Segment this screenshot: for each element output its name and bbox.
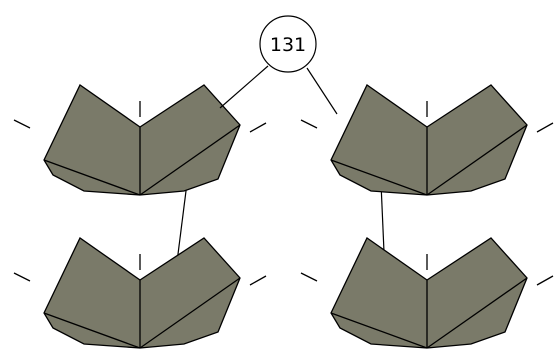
part-bottom-left bbox=[13, 237, 267, 349]
callout-circle bbox=[259, 15, 317, 73]
part-bottom-right bbox=[300, 237, 554, 349]
reference-callout: 131 bbox=[259, 15, 317, 73]
leader-line-right bbox=[380, 182, 385, 253]
callout-leader-left bbox=[219, 65, 269, 109]
callout-label: 131 bbox=[270, 34, 306, 56]
leader-line-left bbox=[176, 182, 188, 263]
part-top-right bbox=[300, 84, 554, 196]
callout-leader-right bbox=[306, 67, 338, 115]
